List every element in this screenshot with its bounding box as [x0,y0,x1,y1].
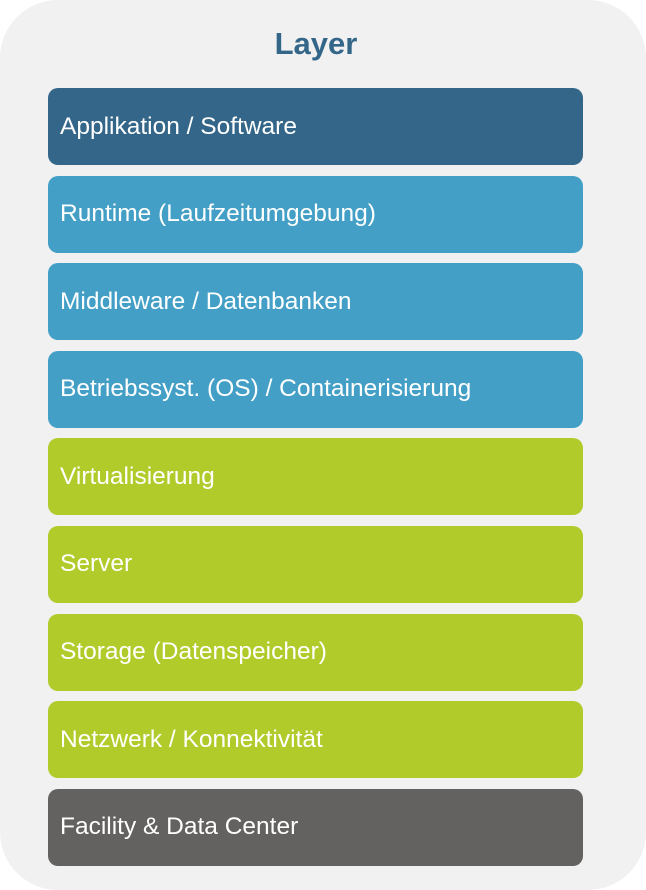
layer-middleware-databases: Middleware / Datenbanken [48,263,583,341]
layer-facility-data-center: Facility & Data Center [48,788,583,866]
layer-runtime: Runtime (Laufzeitumgebung) [48,175,583,253]
layer-operating-system-containerization: Betriebssyst. (OS) / Containerisierung [48,350,583,428]
layer-virtualization: Virtualisierung [48,438,583,516]
layer-storage: Storage (Datenspeicher) [48,613,583,691]
layer-network-connectivity: Netzwerk / Konnektivität [48,701,583,779]
diagram-title: Layer [274,26,358,61]
layer-server: Server [48,525,583,603]
layer-list: Applikation / Software Runtime (Laufzeit… [48,88,583,866]
layer-application-software: Applikation / Software [48,88,583,165]
